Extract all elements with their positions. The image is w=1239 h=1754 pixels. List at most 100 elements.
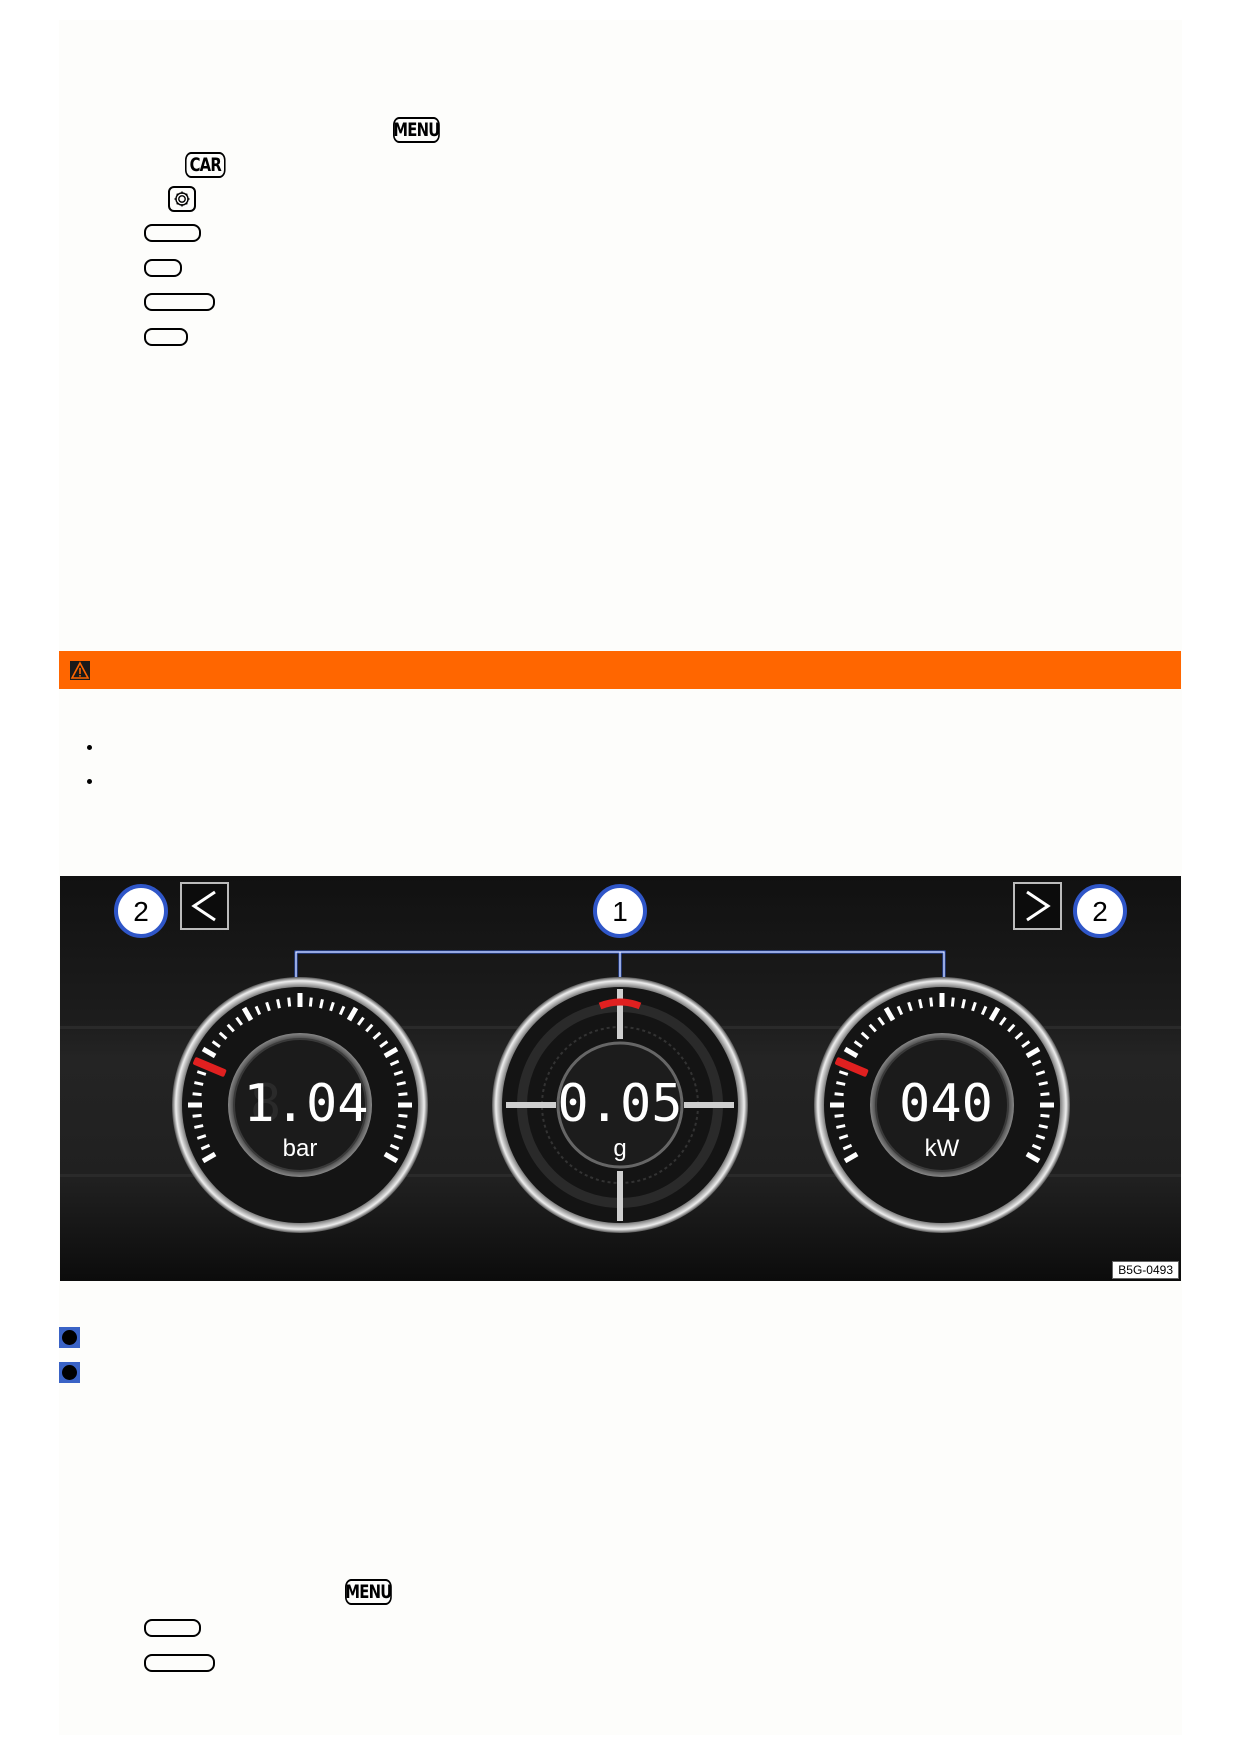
gauge-tick [287, 997, 292, 1007]
gauge-tick [329, 1001, 335, 1012]
gauge-tick [988, 1006, 1001, 1022]
gauge-tick [896, 1005, 904, 1016]
gauge-power: 040 kW [814, 977, 1070, 1233]
gauge-tick [254, 1005, 262, 1016]
gauge-tick [398, 1113, 408, 1118]
chevron-right-icon [1013, 882, 1062, 930]
gauge-tick [1025, 1046, 1041, 1059]
gauge-tick [1035, 1134, 1046, 1140]
chevron-left-icon [180, 882, 229, 930]
gauge-tick [939, 993, 945, 1007]
gauge-tick [883, 1006, 896, 1022]
gauge-tick [194, 1124, 204, 1129]
gauge-tick [1040, 1092, 1050, 1097]
gauge-tick [971, 1001, 977, 1012]
gauge-tick [1025, 1151, 1041, 1164]
gauge-tick [241, 1006, 254, 1022]
gauge-tick [1040, 1102, 1054, 1108]
gauge-tick [834, 1113, 844, 1118]
callout-2-right: 2 [1073, 884, 1127, 938]
gauge-tick [1014, 1031, 1024, 1040]
gear-icon [168, 186, 196, 212]
gauge-tick [838, 1070, 849, 1076]
gauge-tick [308, 997, 313, 1007]
gauge-tick [1038, 1124, 1048, 1129]
bullet-point-2 [87, 779, 92, 784]
gauge-tick [389, 1143, 400, 1151]
svg-text:1: 1 [612, 896, 628, 927]
gauge-2-value: 0.05 [557, 1074, 682, 1134]
bullet-point-1 [87, 745, 92, 750]
gauge-g-force: 0.05 g [492, 977, 748, 1233]
gauge-tick [218, 1031, 228, 1040]
softkey-button-3 [144, 293, 215, 311]
gauge-tick [211, 1040, 221, 1049]
gauge-tick [843, 1151, 859, 1164]
gauge-tick [1035, 1070, 1046, 1076]
gauge-tick [393, 1134, 404, 1140]
gauge-tick [842, 1143, 853, 1151]
gauge-tick [1031, 1143, 1042, 1151]
car-key: CAR [185, 152, 226, 178]
gauge-tick [383, 1046, 399, 1059]
gauge-tick [961, 999, 966, 1009]
gauge-tick [265, 1001, 271, 1012]
svg-text:2: 2 [1092, 896, 1108, 927]
callout-1: 1 [593, 884, 647, 938]
gauge-display-graphic: 8 1.04 bar 0.05 g 040 kW [60, 876, 1181, 1281]
callout-marker-icon [59, 1362, 80, 1383]
gauge-tick [398, 1092, 408, 1097]
gauge-tick [396, 1124, 406, 1129]
gauge-tick [1038, 1081, 1048, 1086]
gauge-tick [998, 1016, 1007, 1026]
gauge-tick [200, 1143, 211, 1151]
gauge-tick [830, 1102, 844, 1108]
gauge-tick [860, 1031, 870, 1040]
gauge-tick [393, 1070, 404, 1076]
warning-bar [59, 651, 1181, 689]
gauge-tick [196, 1134, 207, 1140]
softkey-button-1 [144, 224, 201, 242]
gauge-tick [877, 1016, 886, 1026]
gauge-boost-pressure: 8 1.04 bar [172, 977, 428, 1233]
gauge-tick [843, 1046, 859, 1059]
gauge-tick [235, 1016, 244, 1026]
gauge-tick [201, 1046, 217, 1059]
gauge-tick [226, 1023, 235, 1033]
gauge-2-unit: g [613, 1135, 626, 1162]
gauge-tick [188, 1102, 202, 1108]
warning-triangle-icon [70, 661, 90, 680]
gauge-tick [1007, 1023, 1016, 1033]
menu-key: MENU [393, 117, 440, 143]
gauge-tick [853, 1040, 863, 1049]
gauge-tick [194, 1081, 204, 1086]
callout-2-left: 2 [114, 884, 168, 938]
svg-text:2: 2 [133, 896, 149, 927]
gauge-display-figure: 8 1.04 bar 0.05 g 040 kW [60, 876, 1181, 1281]
gauge-tick [192, 1092, 202, 1097]
gauge-tick [396, 1081, 406, 1086]
softkey-button-5 [144, 1619, 201, 1637]
gauge-tick [201, 1151, 217, 1164]
gauge-tick [980, 1005, 988, 1016]
gauge-tick [379, 1040, 389, 1049]
gauge-tick [276, 999, 281, 1009]
callout-marker-icon [59, 1327, 80, 1348]
gauge-tick [356, 1016, 365, 1026]
gauge-tick [338, 1005, 346, 1016]
gauge-tick [389, 1059, 400, 1067]
gauge-tick [319, 999, 324, 1009]
gauge-tick [365, 1023, 374, 1033]
gauge-3-value: 040 [899, 1074, 993, 1134]
gauge-tick [1031, 1059, 1042, 1067]
gauge-tick [834, 1092, 844, 1097]
figure-reference-code: B5G-0493 [1112, 1261, 1179, 1279]
gauge-tick [1021, 1040, 1031, 1049]
softkey-button-2 [144, 259, 182, 277]
gauge-tick [838, 1134, 849, 1140]
gauge-tick [836, 1124, 846, 1129]
gauge-tick [196, 1070, 207, 1076]
gauge-tick [372, 1031, 382, 1040]
gauge-tick [836, 1081, 846, 1086]
gauge-tick [383, 1151, 399, 1164]
